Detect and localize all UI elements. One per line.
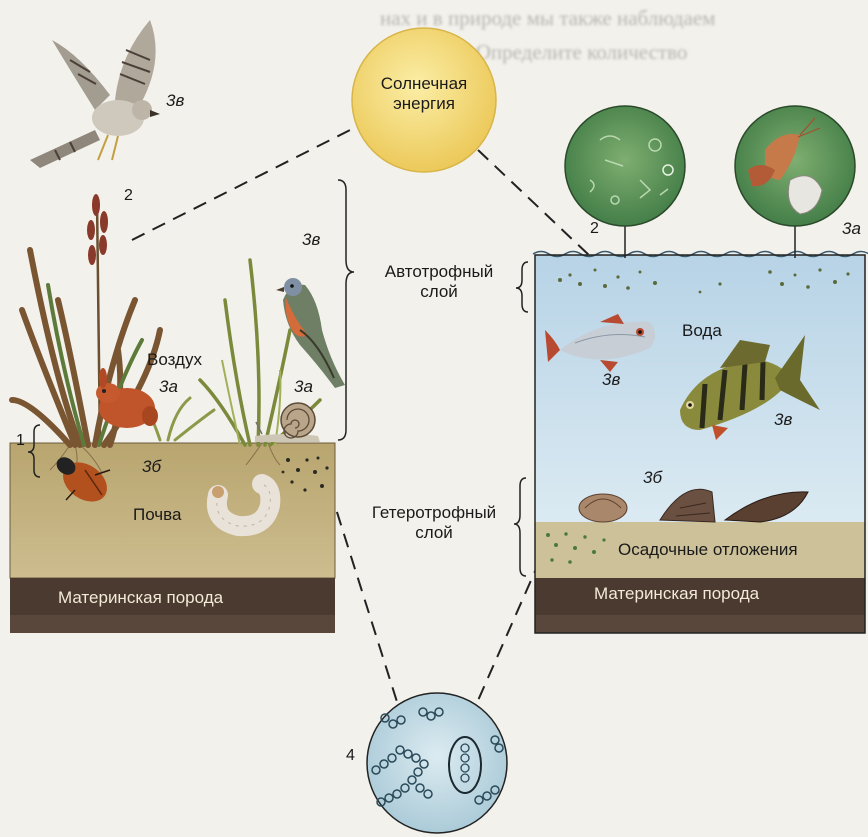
water-block	[533, 252, 868, 634]
songbird-icon	[276, 278, 345, 388]
bracket-heterotrophic	[514, 478, 526, 576]
bedrock-label-right: Материнская порода	[594, 584, 759, 603]
soil-label: Почва	[133, 505, 181, 524]
marker-rabbit: 3а	[159, 377, 178, 396]
algae-icon	[565, 106, 685, 226]
connector-sun-land	[132, 125, 360, 240]
marker-2-land: 2	[124, 186, 133, 205]
marker-mollusks: 3б	[643, 468, 662, 487]
hawk-icon	[30, 20, 160, 168]
bracket-air	[338, 180, 354, 440]
bedrock-label-left: Материнская порода	[58, 588, 223, 607]
marker-perch: 3в	[774, 410, 792, 429]
air-label: Воздух	[147, 350, 202, 369]
marker-2-water: 2	[590, 219, 599, 238]
connector-sediment-bacteria	[476, 560, 540, 705]
marker-1: 1	[16, 431, 25, 450]
autotrophic-label-line-2: слой	[364, 282, 514, 301]
marker-hawk: 3в	[166, 91, 184, 110]
bacteria-icon	[367, 693, 507, 833]
marker-snail: 3а	[294, 377, 313, 396]
crayfish-icon	[735, 106, 855, 226]
sun-label-line-1: Солнечная	[364, 74, 484, 93]
rabbit-icon	[96, 368, 158, 428]
bracket-autotrophic	[516, 262, 528, 312]
marker-songbird: 3в	[302, 230, 320, 249]
sediment-label: Осадочные отложения	[618, 540, 798, 559]
marker-soil-fauna: 3б	[142, 457, 161, 476]
heterotrophic-label-line-2: слой	[354, 523, 514, 542]
marker-4: 4	[346, 746, 355, 765]
marker-fish: 3в	[602, 370, 620, 389]
sun-label-line-2: энергия	[364, 94, 484, 113]
autotrophic-label-line-1: Автотрофный	[364, 262, 514, 281]
marker-3a-water: 3а	[842, 219, 861, 238]
snail-icon	[255, 403, 320, 442]
heterotrophic-label-line-1: Гетеротрофный	[354, 503, 514, 522]
water-label: Вода	[682, 321, 722, 340]
